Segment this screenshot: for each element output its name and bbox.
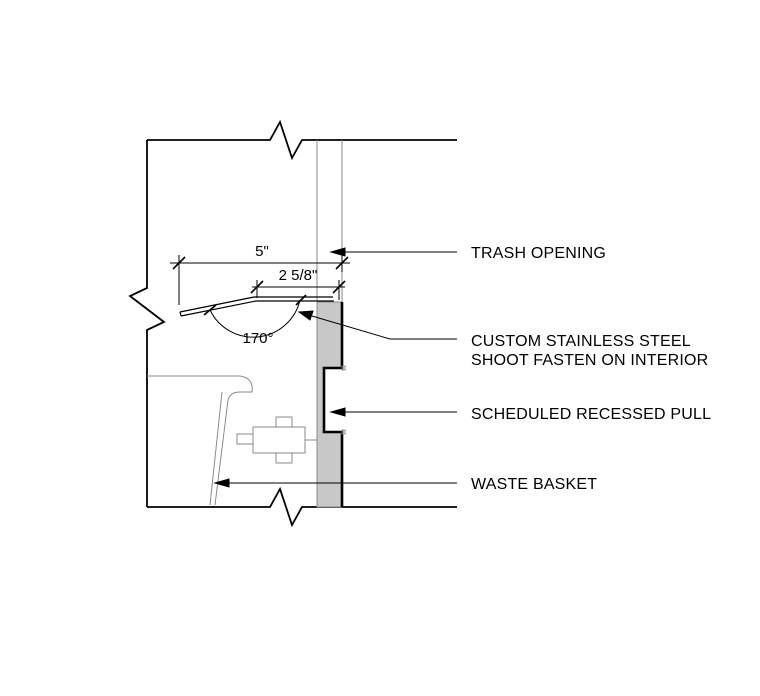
door-panel <box>316 301 343 508</box>
bottom-break-line <box>147 486 457 528</box>
dimension-overall-label: 5" <box>255 243 269 260</box>
callout-recessed-pull: SCHEDULED RECESSED PULL <box>471 406 711 423</box>
top-break-line <box>147 119 457 161</box>
waste-basket-side <box>209 391 223 506</box>
pull-ticks <box>341 365 346 435</box>
angle-label: 170° <box>242 330 273 347</box>
callout-trash-opening: TRASH OPENING <box>471 245 606 262</box>
dimension-overall <box>170 250 350 305</box>
angle-dimension <box>203 294 307 338</box>
leaders <box>213 247 457 488</box>
dimension-chute <box>250 280 346 300</box>
recessed-pull-outline <box>322 302 344 507</box>
callout-waste-basket: WASTE BASKET <box>471 476 597 493</box>
stainless-chute <box>179 296 334 317</box>
left-break-line <box>128 140 166 507</box>
dimension-chute-label: 2 5/8" <box>279 267 318 284</box>
light-lines <box>147 140 343 506</box>
waste-basket-rim <box>147 375 253 506</box>
cabinet-outline <box>128 119 457 528</box>
callout-chute-line2: SHOOT FASTEN ON INTERIOR <box>471 352 708 369</box>
basket-hardware <box>236 416 317 464</box>
callout-chute-line1: CUSTOM STAINLESS STEEL <box>471 333 691 350</box>
